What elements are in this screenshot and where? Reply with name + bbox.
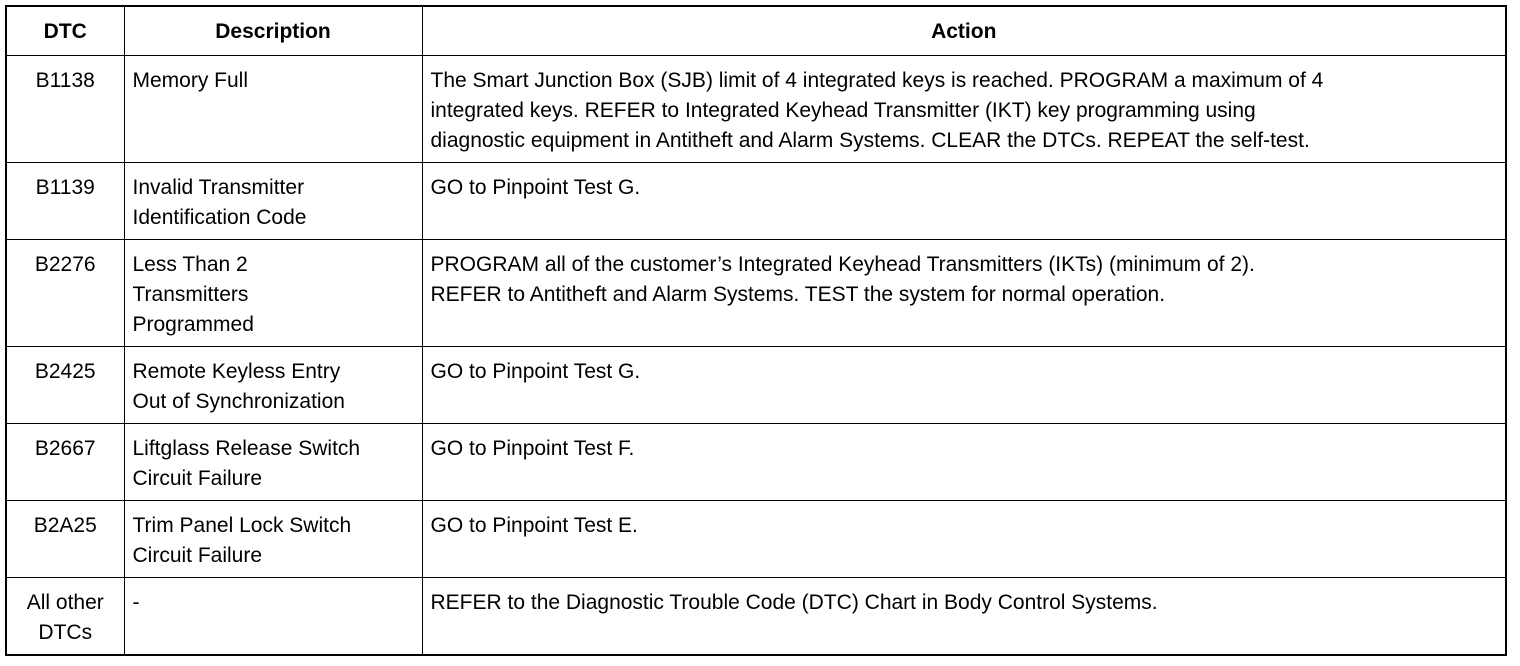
dtc-code-cell: B1138 <box>5 55 125 163</box>
table-row: B1139 Invalid Transmitter Identification… <box>5 162 1507 240</box>
description-cell: Trim Panel Lock Switch Circuit Failure <box>123 500 423 578</box>
table-row: B2A25 Trim Panel Lock Switch Circuit Fai… <box>5 500 1507 578</box>
dtc-code-cell: B2425 <box>5 346 125 424</box>
action-cell: GO to Pinpoint Test G. <box>421 162 1507 240</box>
dtc-code-cell: B2A25 <box>5 500 125 578</box>
action-cell: GO to Pinpoint Test G. <box>421 346 1507 424</box>
action-cell: GO to Pinpoint Test E. <box>421 500 1507 578</box>
header-action: Action <box>421 5 1507 56</box>
action-cell: GO to Pinpoint Test F. <box>421 423 1507 501</box>
table-row: B2276 Less Than 2 Transmitters Programme… <box>5 239 1507 347</box>
dtc-code-cell: B2667 <box>5 423 125 501</box>
dtc-code-cell: B1139 <box>5 162 125 240</box>
header-description: Description <box>123 5 423 56</box>
description-cell: Less Than 2 Transmitters Programmed <box>123 239 423 347</box>
dtc-code-cell: All other DTCs <box>5 577 125 656</box>
dtc-code-cell: B2276 <box>5 239 125 347</box>
description-cell: - <box>123 577 423 656</box>
header-dtc: DTC <box>5 5 125 56</box>
table-row: B2667 Liftglass Release Switch Circuit F… <box>5 423 1507 501</box>
dtc-table: DTC Description Action B1138 Memory Full… <box>5 5 1507 656</box>
description-cell: Liftglass Release Switch Circuit Failure <box>123 423 423 501</box>
description-cell: Remote Keyless Entry Out of Synchronizat… <box>123 346 423 424</box>
table-row: B2425 Remote Keyless Entry Out of Synchr… <box>5 346 1507 424</box>
description-cell: Invalid Transmitter Identification Code <box>123 162 423 240</box>
table-row: All other DTCs - REFER to the Diagnostic… <box>5 577 1507 656</box>
action-cell: REFER to the Diagnostic Trouble Code (DT… <box>421 577 1507 656</box>
description-cell: Memory Full <box>123 55 423 163</box>
action-cell: PROGRAM all of the customer’s Integrated… <box>421 239 1507 347</box>
table-row: B1138 Memory Full The Smart Junction Box… <box>5 55 1507 163</box>
table-header-row: DTC Description Action <box>5 5 1507 56</box>
action-cell: The Smart Junction Box (SJB) limit of 4 … <box>421 55 1507 163</box>
